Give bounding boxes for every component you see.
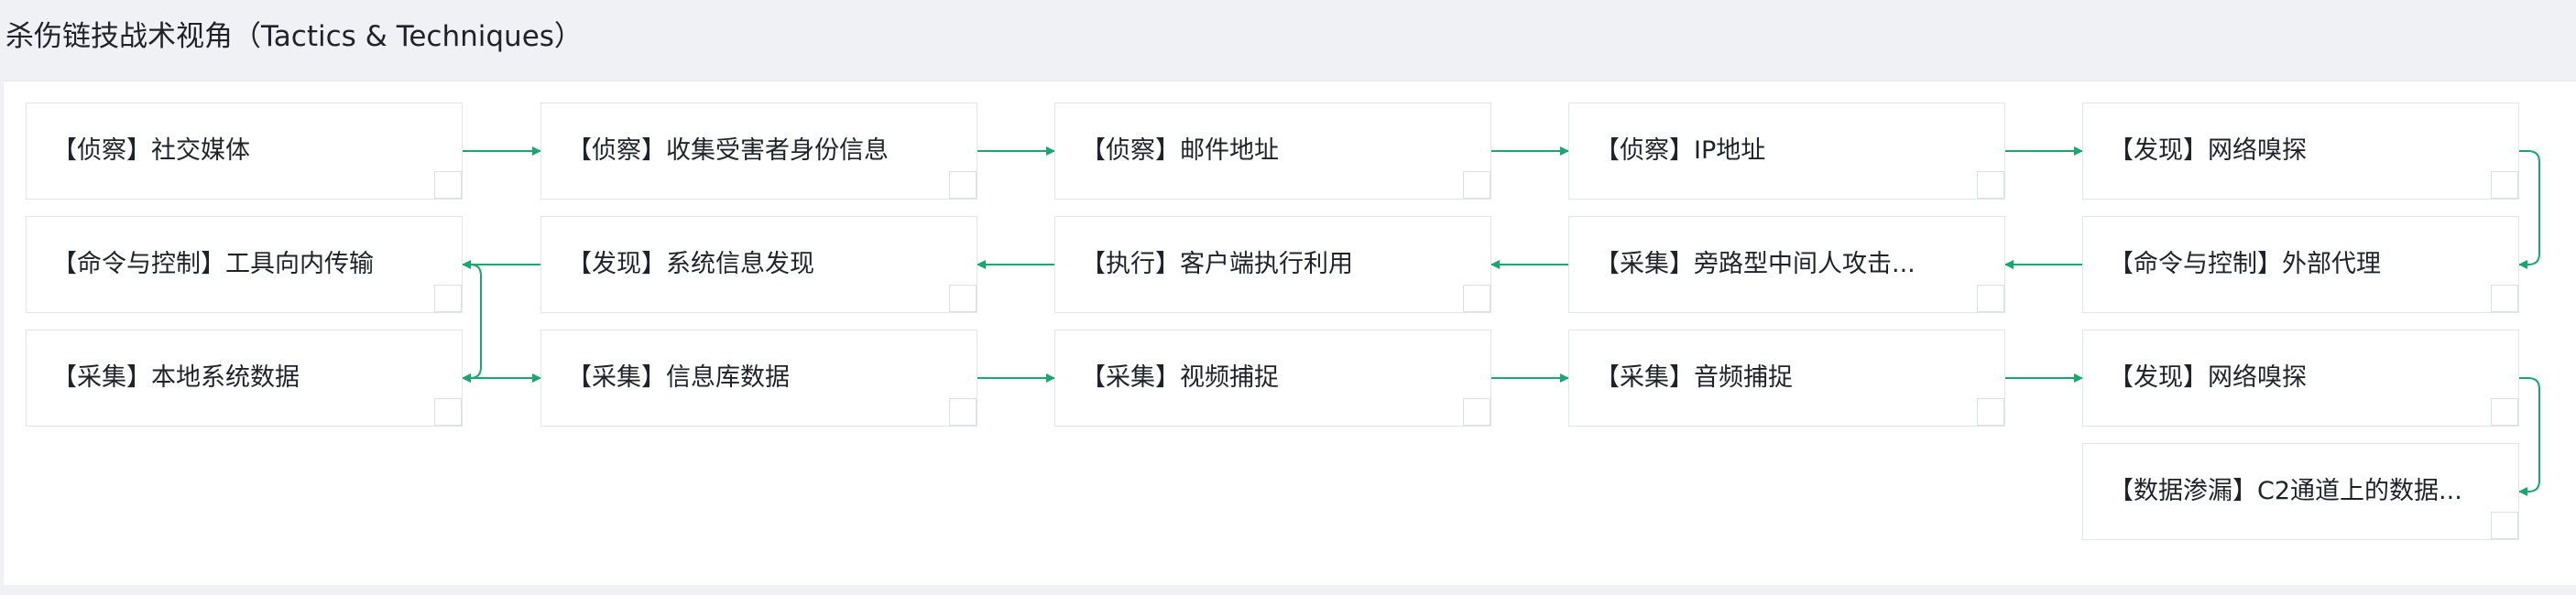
flow-node-label: 【采集】信息库数据 bbox=[567, 363, 790, 392]
flow-arrow bbox=[2518, 377, 2540, 496]
node-checkbox[interactable] bbox=[2491, 398, 2518, 426]
flow-node-label: 【采集】旁路型中间人攻击... bbox=[1595, 250, 1916, 278]
flow-node[interactable]: 【执行】客户端执行利用 bbox=[1054, 216, 1491, 313]
node-checkbox[interactable] bbox=[1463, 171, 1490, 199]
flow-node-label: 【采集】视频捕捉 bbox=[1081, 363, 1279, 392]
flow-node[interactable]: 【采集】旁路型中间人攻击... bbox=[1568, 216, 2005, 313]
node-checkbox[interactable] bbox=[1977, 171, 2004, 199]
flow-node-label: 【侦察】邮件地址 bbox=[1081, 136, 1279, 165]
page-header: 杀伤链技战术视角（Tactics & Techniques） bbox=[0, 0, 2576, 81]
node-checkbox[interactable] bbox=[2491, 512, 2518, 539]
flow-node[interactable]: 【发现】网络嗅探 bbox=[2082, 330, 2519, 427]
flow-node-label: 【采集】音频捕捉 bbox=[1595, 363, 1793, 392]
flow-node[interactable]: 【采集】信息库数据 bbox=[540, 330, 977, 427]
flow-node[interactable]: 【侦察】收集受害者身份信息 bbox=[540, 103, 977, 200]
flow-node[interactable]: 【侦察】邮件地址 bbox=[1054, 103, 1491, 200]
flow-node-label: 【命令与控制】外部代理 bbox=[2109, 250, 2381, 278]
flow-node[interactable]: 【发现】网络嗅探 bbox=[2082, 103, 2519, 200]
flow-node-label: 【发现】系统信息发现 bbox=[567, 250, 814, 278]
flow-node[interactable]: 【数据渗漏】C2通道上的数据... bbox=[2082, 443, 2519, 540]
flow-node[interactable]: 【采集】本地系统数据 bbox=[26, 330, 463, 427]
flow-node[interactable]: 【采集】视频捕捉 bbox=[1054, 330, 1491, 427]
node-checkbox[interactable] bbox=[2491, 285, 2518, 312]
flow-node[interactable]: 【发现】系统信息发现 bbox=[540, 216, 977, 313]
flow-arrow bbox=[2518, 150, 2540, 269]
flow-node[interactable]: 【命令与控制】外部代理 bbox=[2082, 216, 2519, 313]
node-checkbox[interactable] bbox=[949, 171, 977, 199]
flow-connectors bbox=[462, 146, 2540, 496]
flow-node[interactable]: 【命令与控制】工具向内传输 bbox=[26, 216, 463, 313]
flow-node-label: 【数据渗漏】C2通道上的数据... bbox=[2109, 477, 2462, 505]
kill-chain-panel: 【侦察】社交媒体【侦察】收集受害者身份信息【侦察】邮件地址【侦察】IP地址【发现… bbox=[4, 81, 2576, 585]
node-checkbox[interactable] bbox=[2491, 171, 2518, 199]
node-checkbox[interactable] bbox=[949, 398, 977, 426]
node-checkbox[interactable] bbox=[1977, 285, 2004, 312]
flow-node[interactable]: 【侦察】IP地址 bbox=[1568, 103, 2005, 200]
node-checkbox[interactable] bbox=[434, 285, 462, 312]
flow-node[interactable]: 【采集】音频捕捉 bbox=[1568, 330, 2005, 427]
flow-node-label: 【侦察】社交媒体 bbox=[52, 136, 250, 165]
flow-node-label: 【执行】客户端执行利用 bbox=[1081, 250, 1353, 278]
flow-node-label: 【侦察】IP地址 bbox=[1595, 136, 1766, 165]
flow-node-label: 【发现】网络嗅探 bbox=[2109, 363, 2307, 392]
flow-node-label: 【采集】本地系统数据 bbox=[52, 363, 300, 392]
flow-node[interactable]: 【侦察】社交媒体 bbox=[26, 103, 463, 200]
page-title: 杀伤链技战术视角（Tactics & Techniques） bbox=[5, 20, 583, 53]
flow-node-label: 【发现】网络嗅探 bbox=[2109, 136, 2307, 165]
node-checkbox[interactable] bbox=[434, 398, 462, 426]
flow-node-label: 【命令与控制】工具向内传输 bbox=[52, 250, 374, 278]
node-checkbox[interactable] bbox=[1463, 398, 1490, 426]
flow-node-label: 【侦察】收集受害者身份信息 bbox=[567, 136, 889, 165]
node-checkbox[interactable] bbox=[949, 285, 977, 312]
node-checkbox[interactable] bbox=[1977, 398, 2004, 426]
flow-arrow bbox=[462, 264, 482, 383]
node-checkbox[interactable] bbox=[1463, 285, 1490, 312]
node-checkbox[interactable] bbox=[434, 171, 462, 199]
